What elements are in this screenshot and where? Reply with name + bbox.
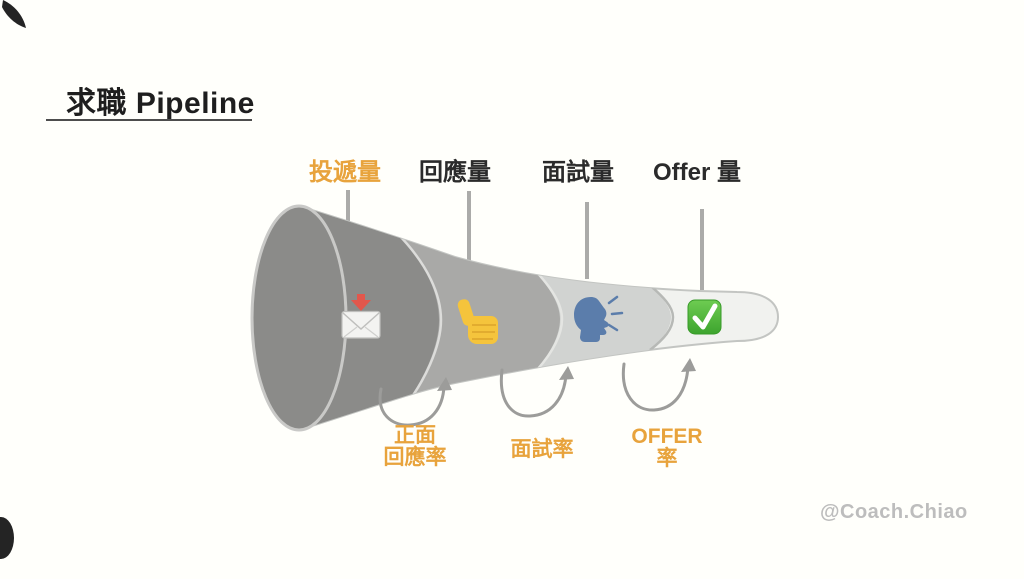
stage-label-offers: Offer 量 bbox=[652, 159, 742, 186]
title-underline bbox=[46, 119, 252, 121]
rate-label-offer: OFFER 率 bbox=[631, 426, 702, 470]
check-mark-icon bbox=[687, 299, 722, 335]
funnel-body bbox=[250, 204, 780, 432]
page-title: 求職 Pipeline bbox=[66, 87, 255, 120]
stage-label-interviews: 面試量 bbox=[542, 159, 614, 186]
rate-label-positive-response: 正面 回應率 bbox=[384, 425, 447, 469]
transition-arrowheads bbox=[437, 358, 696, 391]
watermark: @Coach.Chiao bbox=[820, 501, 968, 523]
corner-mark-top-left bbox=[2, 0, 26, 28]
stage-label-applications: 投遞量 bbox=[309, 159, 381, 186]
transition-arrow-3 bbox=[621, 362, 690, 412]
rate-label-line: 回應率 bbox=[383, 446, 447, 469]
transition-arrow-2 bbox=[499, 368, 568, 418]
stage-guide-lines bbox=[346, 190, 704, 290]
rate-label-interview: 面試率 bbox=[511, 439, 574, 461]
stage-label-responses: 回應量 bbox=[419, 159, 491, 186]
funnel-mouth-ellipse bbox=[250, 204, 348, 432]
transition-arrow-1 bbox=[378, 384, 446, 427]
rate-label-line: 正面 bbox=[394, 424, 436, 447]
corner-mark-bottom-left bbox=[0, 517, 14, 559]
funnel-stage-1-segment bbox=[252, 206, 439, 430]
rate-label-line: OFFER bbox=[631, 425, 703, 448]
thumbs-up-icon bbox=[457, 299, 498, 344]
transition-arrows bbox=[378, 362, 690, 427]
funnel-boundary-rim-1 bbox=[397, 233, 443, 411]
rate-label-line: 面試率 bbox=[510, 438, 574, 461]
funnel-boundary-rim-2 bbox=[531, 266, 564, 371]
funnel-boundary-rim-3 bbox=[645, 281, 675, 351]
speaking-head-icon bbox=[574, 295, 624, 342]
rate-label-line: 率 bbox=[656, 447, 678, 470]
envelope-arrival-icon bbox=[341, 294, 381, 339]
